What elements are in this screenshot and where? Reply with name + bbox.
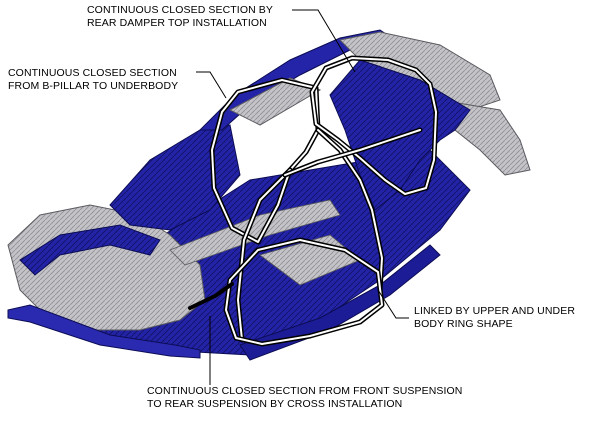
callout-rear-damper-line2: REAR DAMPER TOP INSTALLATION <box>87 17 267 29</box>
leader-rear-damper <box>292 9 356 73</box>
callout-ring: LINKED BY UPPER AND UNDER BODY RING SHAP… <box>414 305 575 331</box>
leader-ring <box>377 289 409 319</box>
front-left-frame <box>19 224 161 276</box>
leader-lines <box>196 9 409 385</box>
closed-section-rings <box>188 55 439 347</box>
callout-ring-line2: BODY RING SHAPE <box>414 318 513 330</box>
rear-damper-ring <box>309 55 439 197</box>
cowl-panel <box>109 124 241 231</box>
callout-cross-line2: TO REAR SUSPENSION BY CROSS INSTALLATION <box>147 398 403 410</box>
callout-cross-line1: CONTINUOUS CLOSED SECTION FROM FRONT SUS… <box>147 385 463 397</box>
leader-b-pillar <box>196 71 227 99</box>
floor-crossmember <box>169 199 341 266</box>
front-bumper-beam <box>7 304 201 359</box>
callout-cross: CONTINUOUS CLOSED SECTION FROM FRONT SUS… <box>147 385 462 411</box>
side-sill-right <box>239 244 441 361</box>
callout-ring-line1: LINKED BY UPPER AND UNDER <box>414 305 576 317</box>
callout-b-pillar: CONTINUOUS CLOSED SECTION FROM B-PILLAR … <box>8 67 178 93</box>
callout-b-pillar-line1: CONTINUOUS CLOSED SECTION <box>8 67 177 79</box>
roof-crossmember-front <box>228 77 322 126</box>
callout-b-pillar-line2: FROM B-PILLAR TO UNDERBODY <box>8 80 179 92</box>
cross-brace <box>235 127 423 343</box>
callout-rear-damper: CONTINUOUS CLOSED SECTION BY REAR DAMPER… <box>87 4 273 30</box>
suspension-cross <box>188 282 234 310</box>
underbody-ring <box>223 237 385 347</box>
callout-rear-damper-line1: CONTINUOUS CLOSED SECTION BY <box>87 4 273 16</box>
